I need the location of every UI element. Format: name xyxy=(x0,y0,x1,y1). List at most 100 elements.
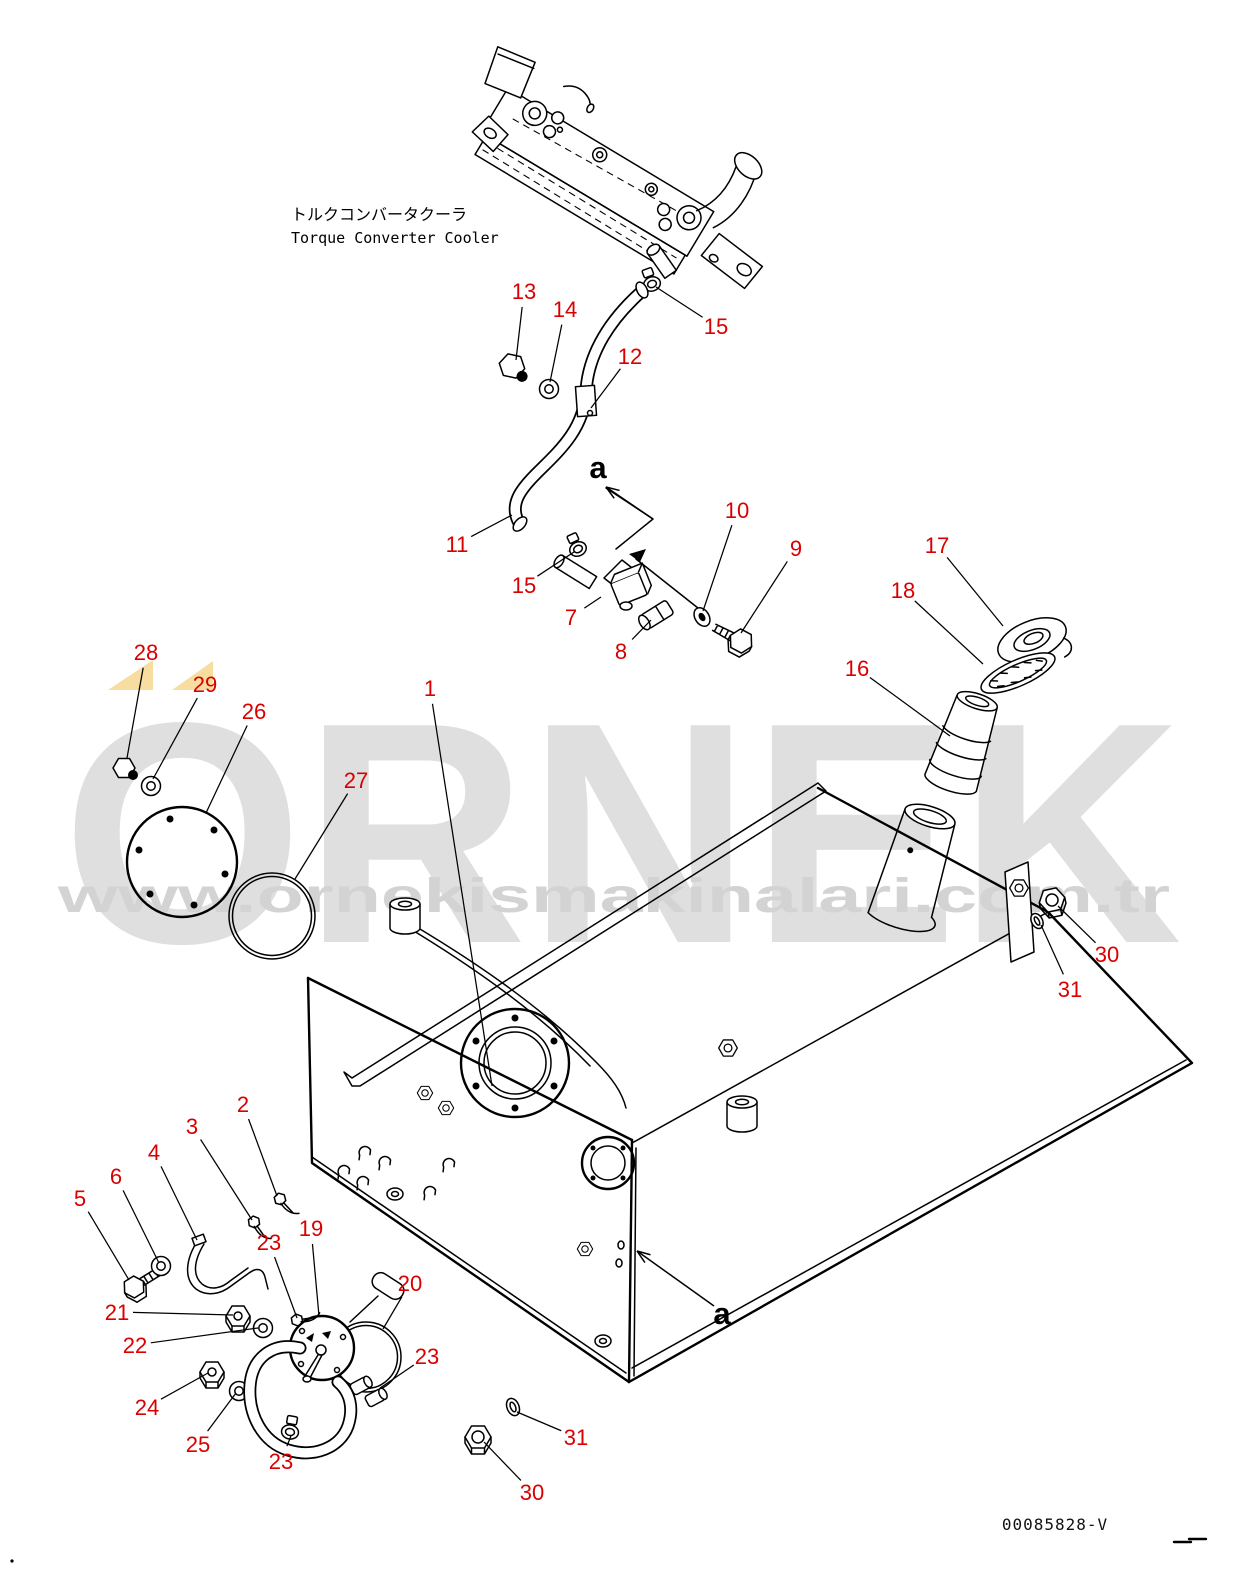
part-fitting-8 xyxy=(637,600,674,631)
part-filler-screen xyxy=(980,652,1056,694)
leader-line xyxy=(631,619,652,640)
leader-line xyxy=(431,703,493,1087)
callout-number: 10 xyxy=(725,498,749,523)
leader-line xyxy=(470,514,513,538)
leader-line xyxy=(122,1190,160,1264)
part-panel-1 xyxy=(343,782,827,1087)
part-strainer xyxy=(924,690,999,795)
title-japanese: トルクコンバータクーラ xyxy=(291,205,467,224)
part-bolt-5 xyxy=(123,1263,168,1303)
section-arrow-line xyxy=(605,486,654,520)
callout-number: 23 xyxy=(257,1230,281,1255)
leader-line xyxy=(869,676,951,737)
leader-line xyxy=(152,697,198,780)
leader-line xyxy=(516,1411,562,1432)
callout-number: 30 xyxy=(1095,942,1119,967)
part-plug-28 xyxy=(112,757,138,780)
callout-number: 31 xyxy=(1058,977,1082,1002)
part-oring-31 xyxy=(505,1397,521,1417)
callout-number: 18 xyxy=(891,578,915,603)
leader-line xyxy=(126,667,144,759)
arrowhead-barb-icon xyxy=(605,486,615,499)
leader-line xyxy=(549,324,563,383)
callout-number: 7 xyxy=(565,605,577,630)
part-hose xyxy=(508,281,649,532)
arrowhead-barb-icon xyxy=(636,1250,646,1263)
leader-line xyxy=(286,1435,292,1447)
leader-line xyxy=(160,1372,209,1400)
callout-number: 26 xyxy=(242,699,266,724)
callout-number: 9 xyxy=(790,536,802,561)
section-arrow-line xyxy=(636,1250,715,1307)
part-washer-14 xyxy=(538,378,560,400)
arrowhead-barb-icon xyxy=(636,1250,651,1256)
part-bolt-9 xyxy=(711,623,753,658)
leader-line xyxy=(200,1139,253,1221)
callout-number: 1 xyxy=(424,676,436,701)
callout-number: 4 xyxy=(148,1140,160,1165)
part-bolt-13 xyxy=(498,353,528,382)
callout-number: 24 xyxy=(135,1395,159,1420)
section-letter: a xyxy=(589,450,607,485)
leader-line xyxy=(273,1256,298,1319)
leader-line xyxy=(247,1118,278,1197)
callout-number: 28 xyxy=(134,640,158,665)
leader-line xyxy=(294,793,349,880)
part-filler-cap xyxy=(997,617,1073,663)
callout-number: 5 xyxy=(74,1186,86,1211)
part-oring-31 xyxy=(1030,912,1044,930)
leader-line xyxy=(583,596,602,609)
axis-arrowhead-icon xyxy=(629,549,646,562)
callout-number: 19 xyxy=(299,1216,323,1241)
part-torque-converter-cooler xyxy=(471,46,764,290)
line-art xyxy=(10,46,1208,1563)
hose-clamp-icon xyxy=(562,530,590,560)
section-letter: a xyxy=(713,1296,731,1331)
arrowhead-barb-icon xyxy=(605,486,620,492)
part-cover-plate xyxy=(125,805,239,919)
revision-marks xyxy=(1172,1537,1208,1544)
callout-number: 29 xyxy=(193,672,217,697)
callout-number: 30 xyxy=(520,1480,544,1505)
callout-number: 31 xyxy=(564,1425,588,1450)
callout-number: 15 xyxy=(704,314,728,339)
callout-number: 22 xyxy=(123,1333,147,1358)
axis-line xyxy=(635,558,704,613)
callout-number: 8 xyxy=(615,639,627,664)
leader-line xyxy=(914,600,984,665)
part-washer-6 xyxy=(150,1255,172,1277)
part-strainer-cover-19 xyxy=(288,1314,356,1383)
leader-line xyxy=(382,1296,403,1330)
callout-number: 23 xyxy=(269,1449,293,1474)
leader-line xyxy=(311,1243,320,1317)
leader-line xyxy=(655,286,703,318)
highlight-marks xyxy=(108,660,213,690)
part-valve-7 xyxy=(553,554,653,611)
part-washer-29 xyxy=(140,775,162,797)
leader-line xyxy=(590,368,621,409)
leader-line xyxy=(87,1211,130,1281)
leader-line xyxy=(160,1166,198,1241)
callout-number: 23 xyxy=(415,1344,439,1369)
part-plug-21 xyxy=(225,1305,251,1333)
leader-line xyxy=(483,1441,522,1481)
highlight-triangle-icon xyxy=(172,661,213,690)
callout-number: 16 xyxy=(845,656,869,681)
leader-lines xyxy=(87,286,1097,1481)
leader-line xyxy=(207,1392,237,1432)
stray-dot xyxy=(10,1559,14,1563)
title-english: Torque Converter Cooler xyxy=(291,229,499,247)
document-number: 00085828-V xyxy=(1002,1515,1108,1534)
leader-line xyxy=(946,557,1004,627)
callout-number: 14 xyxy=(553,297,577,322)
callout-number: 13 xyxy=(512,279,536,304)
part-suction-hose xyxy=(243,1340,358,1460)
callout-number: 3 xyxy=(186,1114,198,1139)
part-clip-2 xyxy=(270,1191,304,1216)
leader-line xyxy=(1057,905,1097,944)
part-tank-body xyxy=(306,786,1194,1384)
callout-number: 15 xyxy=(512,573,536,598)
part-nut-30 xyxy=(464,1425,492,1455)
part-breather-tube xyxy=(349,1271,405,1323)
